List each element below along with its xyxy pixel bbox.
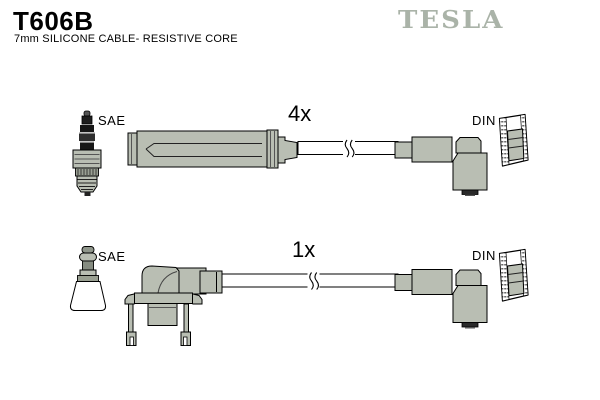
din-elbow-connector-icon bbox=[394, 136, 488, 197]
angled-boot-with-bracket-icon bbox=[124, 265, 223, 346]
part-number: T606B bbox=[13, 6, 94, 36]
straight-boot-icon bbox=[127, 129, 298, 169]
din-elbow-connector-icon bbox=[394, 269, 488, 329]
cable-break-icon bbox=[342, 137, 356, 159]
row1-din-label: DIN bbox=[472, 113, 496, 128]
din-terminal-cross-section-icon bbox=[498, 248, 529, 302]
din-terminal-cross-section-icon bbox=[498, 113, 529, 167]
row1-sae-label: SAE bbox=[98, 113, 126, 128]
tesla-logo: TESLA bbox=[398, 7, 505, 35]
row1-quantity-label: 4x bbox=[288, 101, 312, 126]
cable-break-icon bbox=[306, 270, 321, 291]
spark-plug-cone-cap-icon bbox=[69, 246, 107, 311]
row2-quantity-label: 1x bbox=[292, 237, 316, 262]
cable-kit-row-2 bbox=[69, 246, 529, 346]
row2-sae-label: SAE bbox=[98, 249, 126, 264]
cable-spec-subtitle: 7mm SILICONE CABLE- RESISTIVE CORE bbox=[14, 33, 238, 45]
cable-kit-row-1 bbox=[72, 110, 529, 197]
row2-din-label: DIN bbox=[472, 248, 496, 263]
spark-plug-icon bbox=[72, 110, 102, 196]
